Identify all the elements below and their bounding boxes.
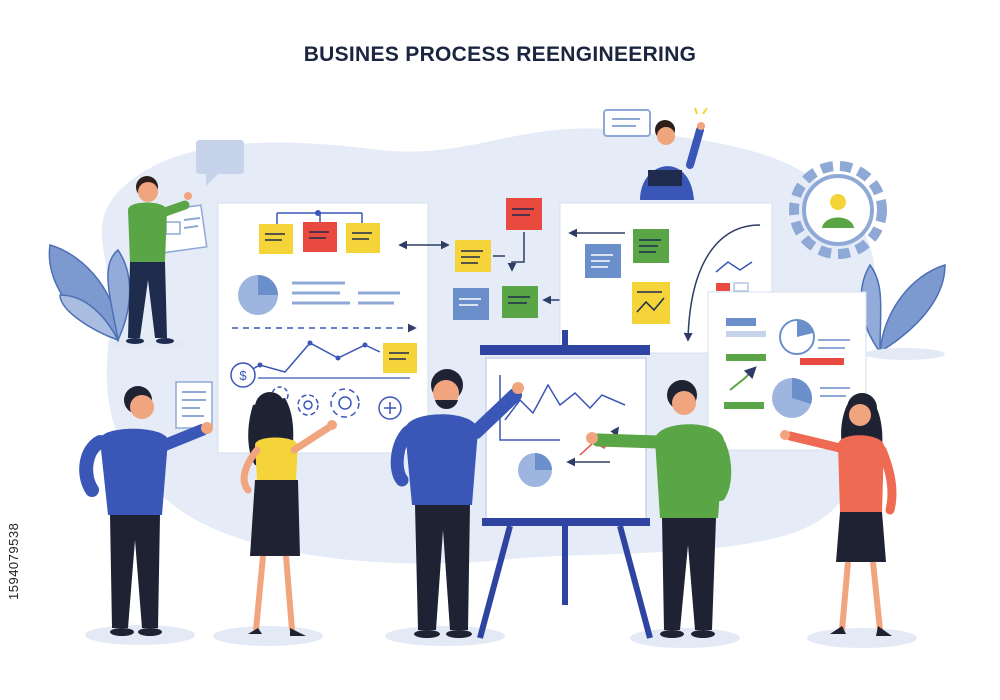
sticky-note	[453, 288, 489, 320]
dollar-icon: $	[230, 362, 256, 388]
person-blue-shirt-left	[79, 386, 213, 636]
center-flow	[398, 198, 622, 320]
leaf-icon	[48, 244, 131, 343]
person-yellow-top-woman	[240, 392, 337, 636]
pie-chart-icon	[779, 319, 815, 355]
svg-text:$: $	[239, 368, 247, 383]
user-gear-icon	[789, 161, 887, 259]
pie-chart-icon	[772, 378, 812, 418]
sticky-note	[259, 224, 293, 254]
sticky-note	[632, 282, 670, 324]
sticky-note	[383, 343, 417, 373]
leaf-icon	[860, 263, 946, 355]
sticky-note	[506, 198, 542, 230]
sticky-note	[455, 240, 491, 272]
sticky-note	[346, 223, 380, 253]
pie-chart-icon	[518, 453, 552, 487]
easel	[477, 330, 653, 639]
person-bearded-man	[390, 369, 524, 638]
sticky-note	[502, 286, 538, 318]
chat-bubble-icon	[196, 140, 244, 186]
right-side-board	[707, 291, 867, 451]
person-coral-top-woman	[780, 393, 897, 636]
person-blue-shirt-top	[640, 107, 708, 200]
document	[175, 381, 213, 429]
page-title: BUSINES PROCESS REENGINEERING	[303, 43, 697, 66]
person-green-shirt-top	[126, 176, 192, 344]
pie-chart-icon	[238, 275, 278, 315]
chat-bubble-icon	[603, 109, 651, 137]
plus-icon	[378, 396, 402, 420]
person-green-shirt-right	[586, 380, 732, 638]
sticky-note	[303, 222, 337, 252]
left-board: $	[217, 202, 429, 454]
